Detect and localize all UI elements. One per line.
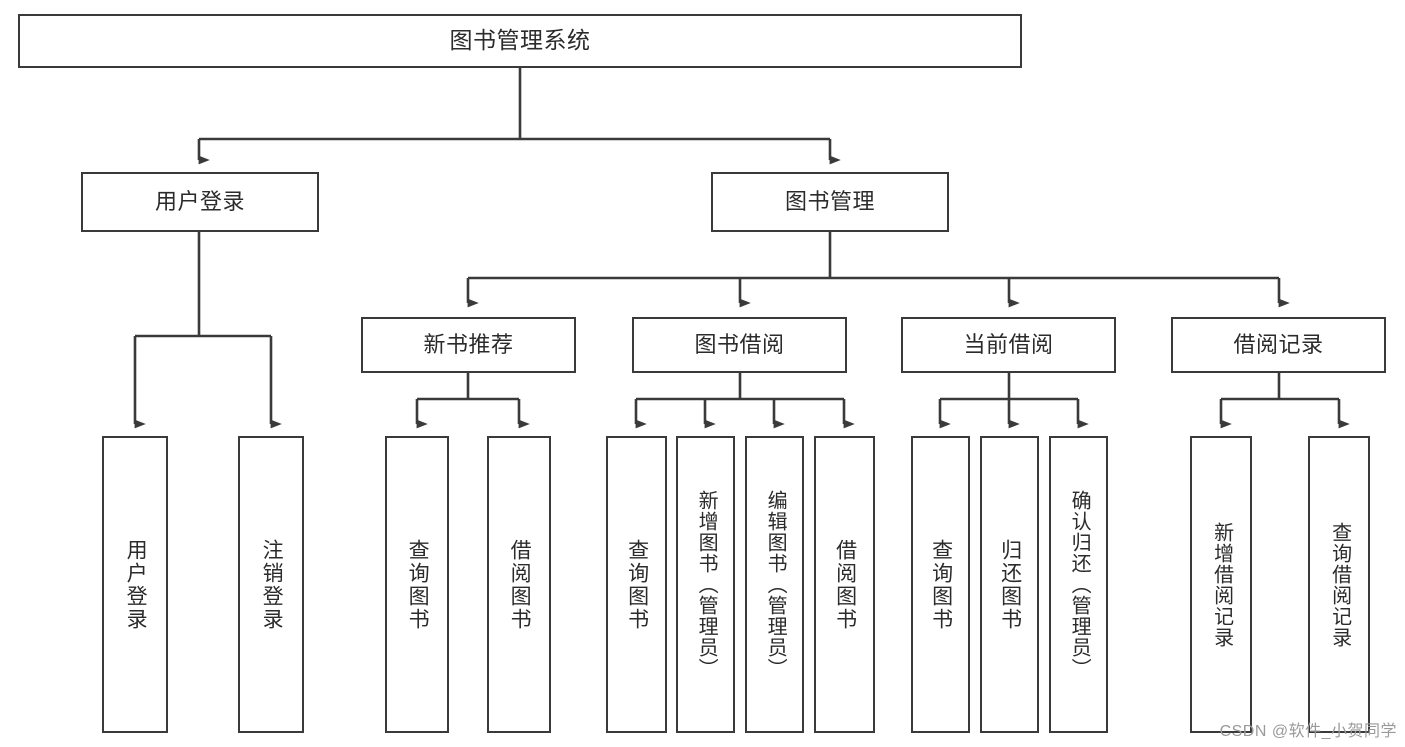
node-root[interactable]: 图书管理系统 [18,14,1022,68]
leaf-query-book-borrow[interactable]: 查询图书 [606,436,667,733]
node-borrow-records[interactable]: 借阅记录 [1171,317,1386,373]
leaf-add-book-admin-label: 新增图书（管理员） [695,490,718,679]
node-book-manage-label: 图书管理 [784,189,875,215]
node-current-borrow[interactable]: 当前借阅 [901,317,1116,373]
leaf-borrow-book-new[interactable]: 借阅图书 [487,436,551,733]
leaf-query-book-new[interactable]: 查询图书 [385,436,449,733]
node-new-book-recommend-label: 新书推荐 [423,332,514,358]
leaf-borrow-book[interactable]: 借阅图书 [814,436,875,733]
node-new-book-recommend[interactable]: 新书推荐 [361,317,576,373]
node-book-manage[interactable]: 图书管理 [711,172,949,232]
node-user-login-label: 用户登录 [154,189,245,215]
leaf-borrow-book-new-label: 借阅图书 [508,538,532,631]
leaf-add-book-admin[interactable]: 新增图书（管理员） [676,436,735,733]
leaf-query-book-current-label: 查询图书 [929,538,953,631]
leaf-edit-book-admin[interactable]: 编辑图书（管理员） [745,436,804,733]
node-user-login[interactable]: 用户登录 [81,172,319,232]
leaf-borrow-book-label: 借阅图书 [833,538,857,631]
node-book-borrow[interactable]: 图书借阅 [632,317,847,373]
leaf-logout-label: 注销登录 [260,538,284,631]
leaf-query-book-borrow-label: 查询图书 [625,538,649,631]
leaf-query-book-new-label: 查询图书 [406,538,430,631]
leaf-query-borrow-record-label: 查询借阅记录 [1328,521,1351,648]
leaf-return-book[interactable]: 归还图书 [980,436,1039,733]
leaf-logout[interactable]: 注销登录 [238,436,304,733]
node-book-borrow-label: 图书借阅 [694,332,785,358]
leaf-query-book-current[interactable]: 查询图书 [911,436,970,733]
leaf-add-borrow-record[interactable]: 新增借阅记录 [1190,436,1252,733]
leaf-user-login[interactable]: 用户登录 [102,436,168,733]
node-root-label: 图书管理系统 [449,27,591,54]
leaf-add-borrow-record-label: 新增借阅记录 [1210,521,1233,648]
leaf-return-book-label: 归还图书 [998,538,1022,631]
leaf-confirm-return-admin-label: 确认归还（管理员） [1068,490,1091,679]
node-current-borrow-label: 当前借阅 [963,332,1054,358]
leaf-user-login-label: 用户登录 [124,538,148,631]
watermark: CSDN @软件_小贺同学 [1219,723,1397,740]
node-borrow-records-label: 借阅记录 [1233,332,1324,358]
leaf-confirm-return-admin[interactable]: 确认归还（管理员） [1049,436,1108,733]
leaf-query-borrow-record[interactable]: 查询借阅记录 [1308,436,1370,733]
leaf-edit-book-admin-label: 编辑图书（管理员） [764,490,787,679]
